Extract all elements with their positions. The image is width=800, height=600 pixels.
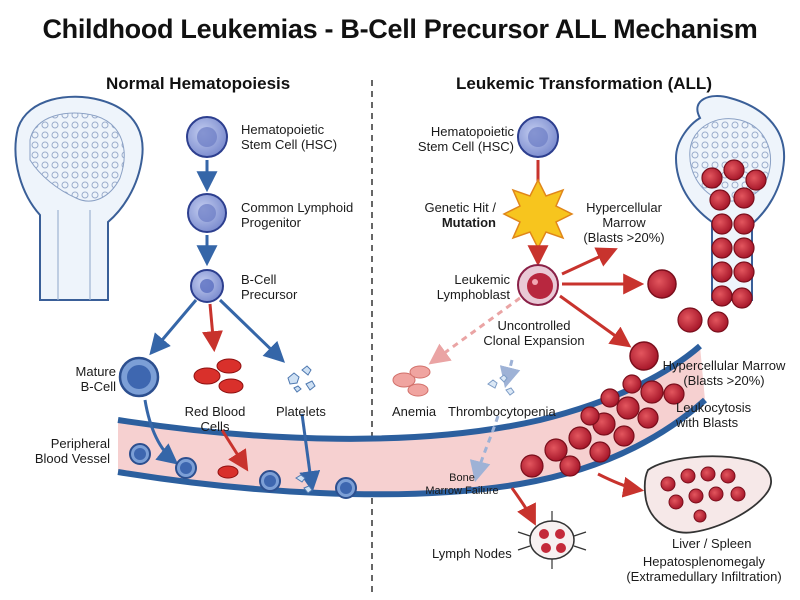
label-hepatosplenomegaly: Hepatosplenomegaly (Extramedullary Infil… xyxy=(626,554,782,584)
label-peripheral-vessel: Peripheral Blood Vessel xyxy=(34,436,110,466)
diagram-title: Childhood Leukemias - B-Cell Precursor A… xyxy=(42,14,758,44)
section-title-leukemic: Leukemic Transformation (ALL) xyxy=(456,74,712,93)
arrow-to-anemia xyxy=(428,296,521,365)
label-hypercellular-top: Hypercellular Marrow (Blasts >20%) xyxy=(583,200,665,245)
mature-b-cell xyxy=(118,356,160,398)
label-b-cell-precursor: B-Cell Precursor xyxy=(241,272,298,302)
lymph-node xyxy=(517,511,587,569)
hsc-cell-normal xyxy=(186,116,228,158)
label-clp: Common Lymphoid Progenitor xyxy=(241,200,354,230)
thrombocytopenia-platelets xyxy=(487,374,515,396)
platelets-cluster xyxy=(287,365,316,393)
vessel-blasts xyxy=(520,374,685,478)
anemia-cells xyxy=(392,365,431,397)
label-lymph-nodes: Lymph Nodes xyxy=(432,546,512,561)
label-hsc-leukemic: Hematopoietic Stem Cell (HSC) xyxy=(417,124,514,154)
arrow-to-platelets xyxy=(218,298,286,363)
b-cell-precursor xyxy=(190,269,224,303)
marrow-blast-cell xyxy=(629,341,659,371)
label-hsc-normal: Hematopoietic Stem Cell (HSC) xyxy=(241,122,338,152)
clp-cell xyxy=(187,193,227,233)
label-hypercellular-side: Hypercellular Marrow (Blasts >20%) xyxy=(662,358,786,388)
section-title-normal: Normal Hematopoiesis xyxy=(106,74,291,93)
left-bone xyxy=(14,95,144,301)
label-marrow-failure: Bone Marrow Failure xyxy=(425,472,499,497)
label-leukocytosis: Leukocytosis with Blasts xyxy=(676,400,752,430)
arrow-to-lymph-nodes xyxy=(510,487,536,526)
arrow-to-hypercellular-top xyxy=(561,247,618,276)
label-anemia: Anemia xyxy=(392,404,437,419)
label-mutation: Mutation xyxy=(441,215,496,230)
arrow-to-mature-b xyxy=(149,299,198,356)
label-thrombocytopenia: Thrombocytopenia xyxy=(448,404,556,419)
label-mature-b-cell: Mature B-Cell xyxy=(75,364,116,394)
label-clonal-expansion: Uncontrolled Clonal Expansion xyxy=(483,318,585,348)
blast-cell xyxy=(647,269,677,299)
label-platelets: Platelets xyxy=(276,404,326,419)
arrow-to-marrow-blast xyxy=(559,294,632,348)
arrow-to-liver xyxy=(597,472,645,498)
red-blood-cells xyxy=(193,358,244,394)
arrow-b-to-vessel xyxy=(143,399,179,465)
label-lymphoblast: Leukemic Lymphoblast xyxy=(436,272,510,302)
label-genetic-hit: Genetic Hit / xyxy=(424,200,496,215)
arrow-to-rbc xyxy=(202,303,223,353)
mutation-star xyxy=(502,178,574,250)
arrow-to-thrombocytopenia xyxy=(499,359,521,389)
vessel-normal-cells xyxy=(129,443,357,499)
label-liver-spleen: Liver / Spleen xyxy=(672,536,752,551)
leukemic-lymphoblast xyxy=(517,264,559,306)
hsc-cell-leukemic xyxy=(517,116,559,158)
liver-spleen xyxy=(643,455,772,534)
arrow-platelets-to-vessel xyxy=(299,413,321,493)
label-red-blood-cells: Red Blood Cells xyxy=(184,404,246,434)
arrow-to-marrow-failure xyxy=(469,415,500,483)
bone-blasts xyxy=(677,159,767,333)
arrow-rbc-to-vessel xyxy=(220,429,249,472)
